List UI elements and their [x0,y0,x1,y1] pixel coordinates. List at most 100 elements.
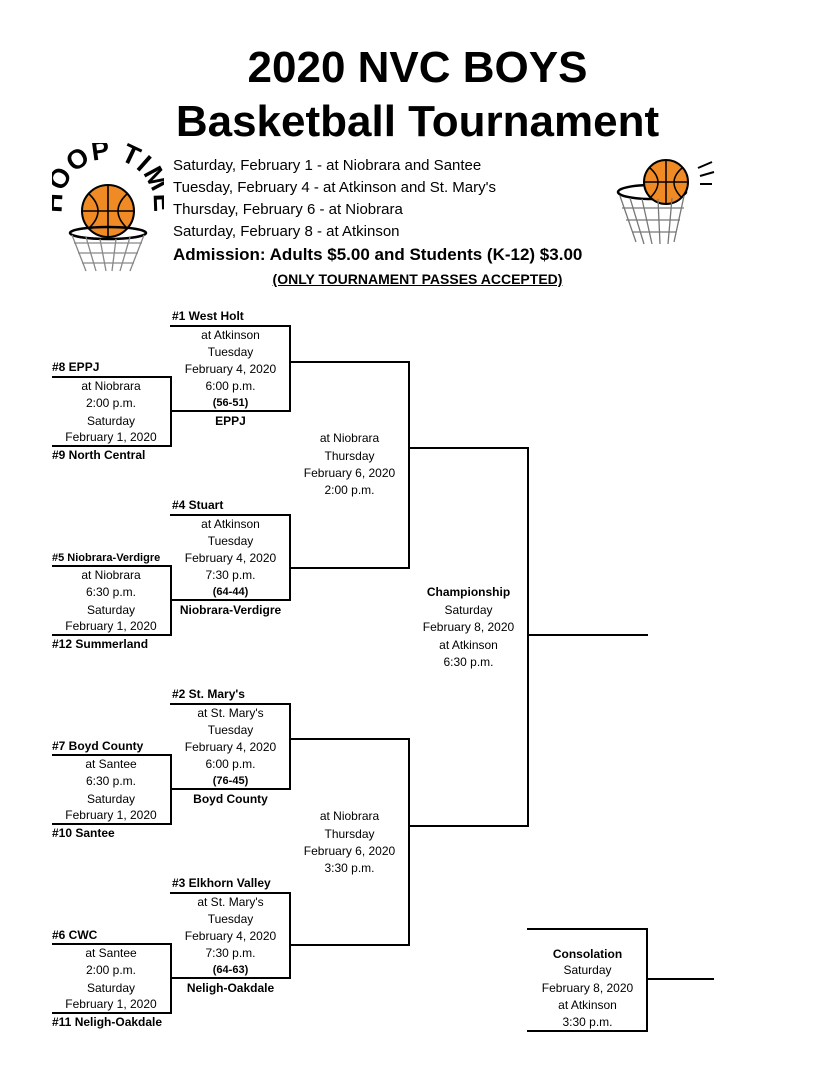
championship-day: Saturday [444,603,493,617]
first-round-date: February 1, 2020 [65,997,157,1011]
bracket-line [527,1030,648,1032]
bracket-line [527,928,648,930]
quarterfinal-date: February 4, 2020 [184,929,277,943]
first-round-bottom-seed: #10 Santee [52,826,115,840]
bracket-line [646,928,648,1032]
bracket-line [408,825,529,827]
quarterfinal-winner: Niobrara-Verdigre [179,603,282,617]
quarterfinal-seed: #4 Stuart [172,498,224,512]
bracket-line [289,944,410,946]
semifinal-time: 2:00 p.m. [324,483,375,497]
schedule-line: Tuesday, February 4 - at Atkinson and St… [173,179,497,196]
quarterfinal-day: Tuesday [207,723,254,737]
semifinal-date: February 6, 2020 [303,466,396,480]
semifinal-site: at Niobrara [319,809,380,823]
quarterfinal-time: 7:30 p.m. [205,568,256,582]
bracket-line [170,599,291,601]
consolation-date: February 8, 2020 [541,981,634,995]
bracket-line [527,447,529,827]
quarterfinal-site: at Atkinson [201,517,260,531]
semifinal-site: at Niobrara [319,431,380,445]
semifinal-date: February 6, 2020 [303,844,396,858]
bracket-line [170,410,291,412]
bracket-line [170,703,291,705]
bracket-line [408,447,529,449]
quarterfinal-time: 7:30 p.m. [205,946,256,960]
quarterfinal-winner: EPPJ [215,414,246,428]
bracket-line [170,788,291,790]
first-round-site: at Santee [85,757,137,771]
consolation-site: at Atkinson [558,998,617,1012]
first-round-bottom-seed: #9 North Central [52,448,146,462]
quarterfinal-score: (76-45) [212,775,249,787]
championship-label: Championship [426,585,511,599]
bracket-line [52,1012,172,1014]
quarterfinal-seed: #2 St. Mary's [172,687,245,701]
bracket-line [289,703,291,790]
quarterfinal-winner: Neligh-Oakdale [186,981,275,995]
quarterfinal-day: Tuesday [207,912,254,926]
schedule-line: Saturday, February 8 - at Atkinson [173,223,400,240]
first-round-top-seed: #8 EPPJ [52,360,100,374]
bracket-line [52,943,172,945]
quarterfinal-seed: #3 Elkhorn Valley [172,876,271,890]
first-round-site: at Santee [85,946,137,960]
first-round-day: Saturday [86,981,136,995]
first-round-top-seed: #7 Boyd County [52,739,144,753]
first-round-top-seed: #5 Niobrara-Verdigre [52,552,161,564]
first-round-date: February 1, 2020 [65,808,157,822]
bracket-line [289,514,291,601]
bracket-line [646,978,714,980]
consolation-time: 3:30 p.m. [562,1015,613,1029]
bracket-line [52,634,172,636]
bracket-line [289,567,410,569]
quarterfinal-day: Tuesday [207,534,254,548]
bracket-line [52,823,172,825]
first-round-time: 2:00 p.m. [85,396,137,410]
quarterfinal-site: at St. Mary's [197,706,264,720]
semifinal-day: Thursday [324,827,375,841]
first-round-day: Saturday [86,414,136,428]
first-round-time: 6:30 p.m. [85,585,137,599]
quarterfinal-site: at Atkinson [201,328,260,342]
quarterfinal-time: 6:00 p.m. [205,757,256,771]
bracket-line [289,361,410,363]
first-round-date: February 1, 2020 [65,430,157,444]
bracket-line [289,892,291,979]
quarterfinal-date: February 4, 2020 [184,551,277,565]
first-round-day: Saturday [86,603,136,617]
quarterfinal-score: (56-51) [212,397,249,409]
first-round-bottom-seed: #11 Neligh-Oakdale [52,1015,163,1029]
bracket-line [289,738,410,740]
first-round-bottom-seed: #12 Summerland [52,637,149,651]
schedule-line: Thursday, February 6 - at Niobrara [173,201,403,218]
consolation-day: Saturday [563,963,612,977]
first-round-date: February 1, 2020 [65,619,157,633]
championship-site: at Atkinson [439,638,498,652]
bracket-line [408,738,410,946]
page-subtitle: Basketball Tournament [175,97,660,146]
bracket-line [527,634,648,636]
first-round-day: Saturday [86,792,136,806]
bracket-line [170,977,291,979]
quarterfinal-site: at St. Mary's [197,895,264,909]
semifinal-time: 3:30 p.m. [324,861,375,875]
bracket-line [170,892,291,894]
bracket-line [52,376,172,378]
basketball-hoop-icon [612,158,722,248]
first-round-time: 2:00 p.m. [85,963,137,977]
quarterfinal-winner: Boyd County [193,792,268,806]
bracket-line [170,514,291,516]
bracket-line [52,565,172,567]
first-round-time: 6:30 p.m. [85,774,137,788]
semifinal-day: Thursday [324,449,375,463]
quarterfinal-score: (64-63) [212,964,249,976]
first-round-site: at Niobrara [81,379,141,393]
bracket-line [52,445,172,447]
bracket-line [408,361,410,569]
schedule-line: Saturday, February 1 - at Niobrara and S… [173,157,482,174]
bracket-line [52,754,172,756]
quarterfinal-date: February 4, 2020 [184,362,277,376]
passes-note: (ONLY TOURNAMENT PASSES ACCEPTED) [272,271,563,287]
hoop-time-logo: HOOP TIME [52,143,164,275]
